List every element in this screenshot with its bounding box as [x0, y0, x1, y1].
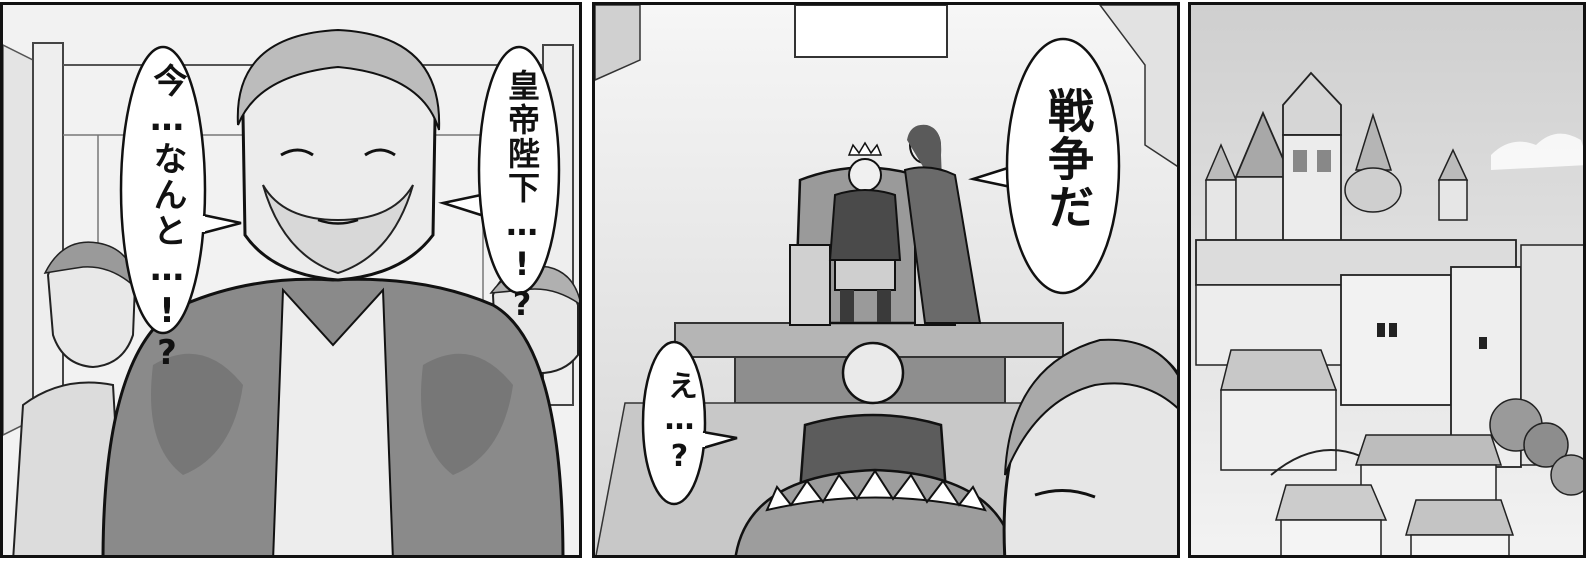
window: [794, 5, 948, 58]
old-man-shirt: [272, 287, 394, 555]
emperor-crown: [847, 141, 883, 156]
cloud: [1491, 133, 1583, 170]
keep: [1340, 274, 1452, 406]
speech-text-1: 今…なんと…!?: [147, 63, 187, 375]
speech-text-4: え…?: [662, 370, 697, 476]
speech-bubble-1: 今…なんと…!?: [119, 45, 242, 375]
panel-3: [1188, 2, 1586, 558]
tower-main-roof: [1282, 71, 1342, 136]
panel-1: 今…なんと…!? 皇帝陛下…!?: [0, 2, 582, 558]
old-man-hair: [236, 28, 441, 131]
speech-text-3: 戦争だ: [1041, 87, 1095, 231]
panel-2: 戦争だ え…?: [592, 2, 1180, 558]
tower-main: [1282, 134, 1342, 246]
panel-3-art: [1191, 5, 1583, 555]
speech-bubble-2: 皇帝陛下…!?: [438, 45, 561, 325]
dome: [1344, 167, 1402, 213]
speech-bubble-3: 戦争だ: [968, 37, 1121, 295]
pillar-left: [32, 42, 64, 404]
speech-text-2: 皇帝陛下…!?: [503, 69, 541, 325]
old-man-beard: [262, 184, 414, 275]
kneeling-man-head: [841, 341, 905, 405]
panel-1-art: [3, 5, 579, 555]
foreground-tiara: [765, 469, 987, 512]
emperor-head: [848, 158, 882, 192]
speech-bubble-4: え…?: [641, 340, 738, 506]
